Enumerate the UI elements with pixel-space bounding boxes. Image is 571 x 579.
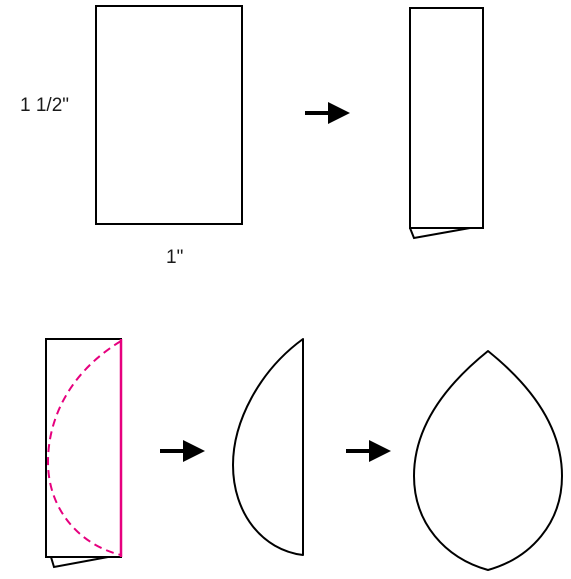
width-dimension-label: 1" — [166, 247, 184, 268]
cut-guide-curve — [46, 340, 122, 556]
arrow-right-icon — [346, 440, 391, 462]
folded-paper-with-cut-guide — [45, 338, 123, 569]
petal-shape — [413, 350, 563, 571]
height-dimension-label: 1 1/2" — [20, 95, 70, 116]
arrow-right-icon — [305, 102, 350, 124]
half-petal-shape — [232, 338, 304, 556]
paper-rectangle — [95, 5, 243, 225]
arrow-right-icon — [160, 440, 205, 462]
folded-paper — [409, 7, 484, 240]
